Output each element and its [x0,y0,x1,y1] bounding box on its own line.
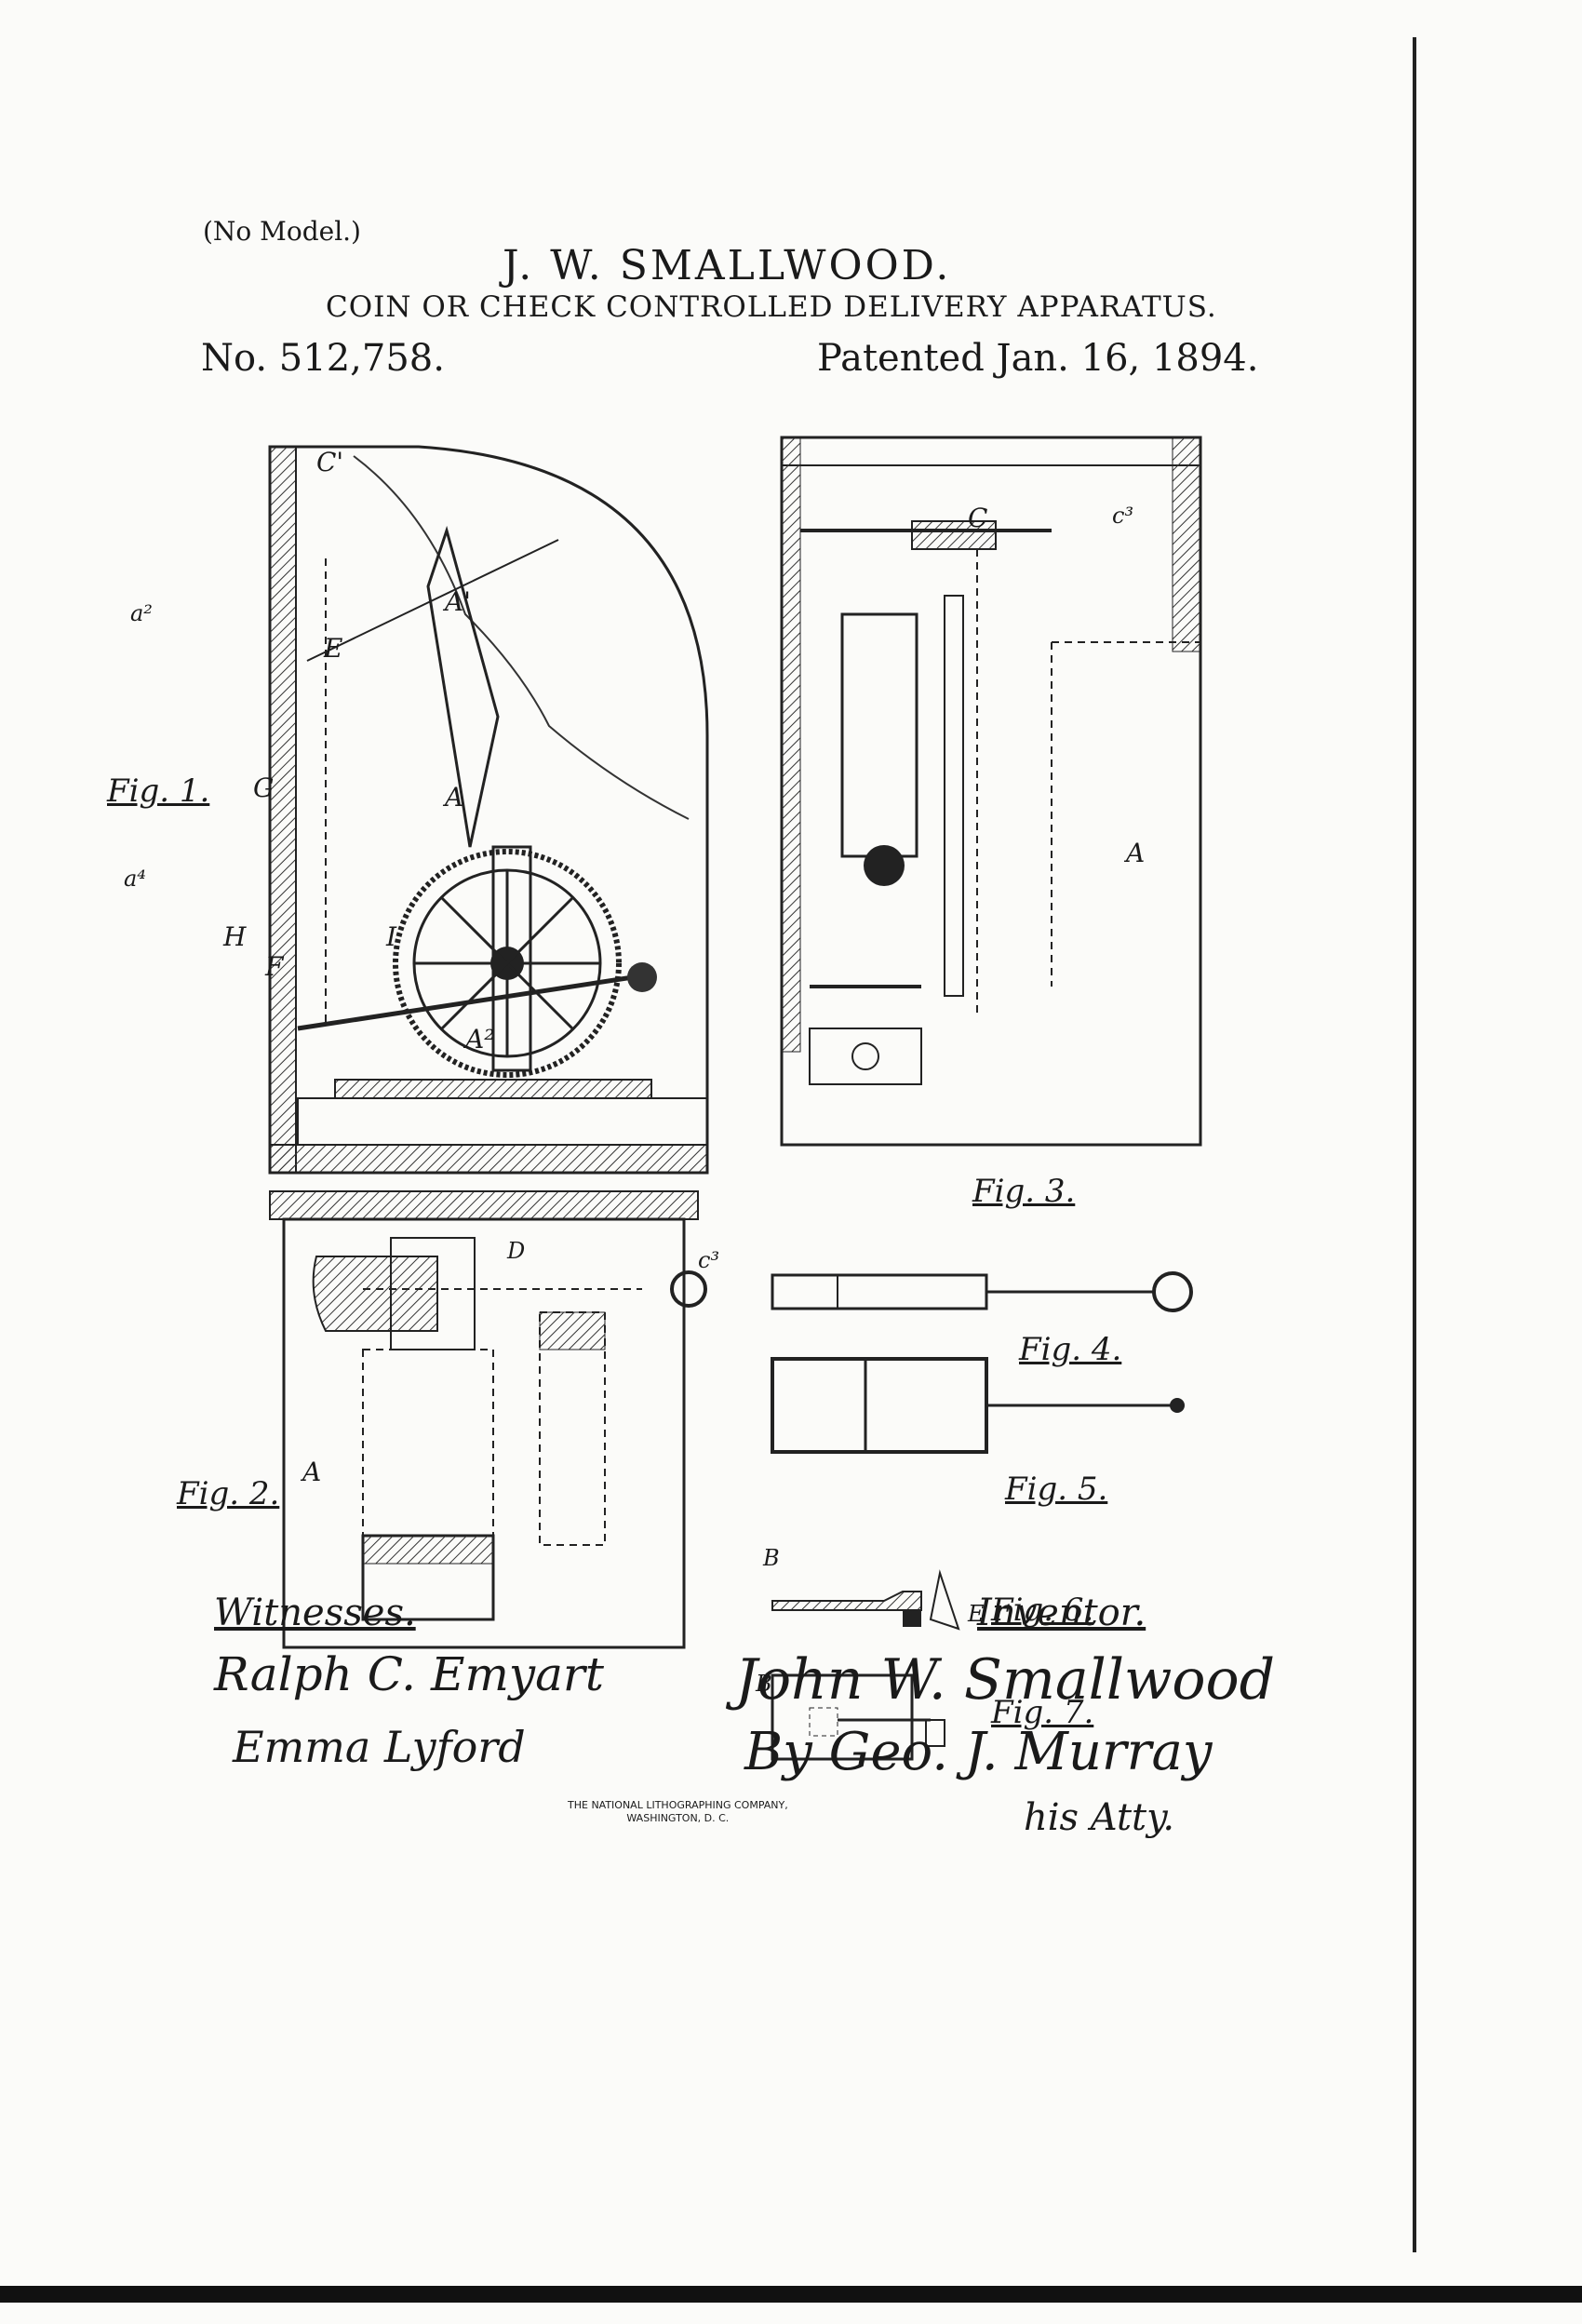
witness-signature-2: Emma Lyford [233,1722,526,1772]
label-c3-fig2: c³ [698,1247,720,1273]
inventor-label: Inventor. [977,1592,1146,1634]
fig2-drawing [269,1190,707,1649]
fig3-drawing [780,436,1202,1147]
label-H: H [223,921,247,952]
label-E-fig6: E [968,1601,985,1627]
label-A2: A² [465,1024,495,1055]
page-right-edge [1413,37,1416,2252]
fig4-drawing [771,1271,1193,1312]
lithographer-line-1: THE NATIONAL LITHOGRAPHING COMPANY, [568,1799,788,1811]
label-G: G [253,772,275,803]
fig7-drawing [771,1673,945,1761]
inventor-signature: John W. Smallwood [735,1647,1276,1713]
label-a2: a² [130,600,153,626]
fig1-drawing [268,445,709,1175]
label-A-fig3: A [1126,838,1146,868]
label-c3-fig3: c³ [1112,503,1134,529]
label-B-fig6: B [763,1545,780,1571]
attorney-signature: By Geo. J. Murray [744,1722,1213,1782]
inventor-name: J. W. SMALLWOOD. [503,242,952,289]
fig6-drawing [771,1569,960,1631]
label-A: A [445,782,464,813]
label-C-fig3: C [968,503,988,533]
label-A1: A' [445,586,471,617]
model-note: (No Model.) [203,216,361,247]
witnesses-label: Witnesses. [214,1592,416,1634]
label-A-fig2: A [302,1457,322,1487]
witness-signature-1: Ralph C. Emyart [214,1647,604,1701]
fig7-label: Fig. 7. [991,1694,1094,1731]
fig2-label: Fig. 2. [177,1475,280,1512]
label-I: I [386,921,397,952]
fig3-label: Fig. 3. [972,1173,1076,1210]
label-a4: a⁴ [124,866,146,892]
fig5-drawing [771,1357,1185,1454]
label-D-fig2: D [507,1238,526,1264]
lithographer-imprint: THE NATIONAL LITHOGRAPHING COMPANY, WASH… [568,1799,788,1825]
patent-number: No. 512,758. [201,337,445,380]
fig6-label: Fig. 6. [991,1592,1094,1629]
fig1-label: Fig. 1. [107,772,210,810]
page-bottom-edge [0,2286,1582,2303]
lithographer-line-2: WASHINGTON, D. C. [626,1812,730,1824]
attorney-title: his Atty. [1024,1796,1175,1839]
fig5-label: Fig. 5. [1005,1471,1108,1508]
label-B-fig7: B [756,1671,772,1697]
patent-date: Patented Jan. 16, 1894. [817,337,1259,380]
fig4-label: Fig. 4. [1019,1331,1122,1368]
label-C1: C' [316,447,344,477]
label-F: F [265,951,284,982]
label-E: E [324,633,343,664]
patent-title: COIN OR CHECK CONTROLLED DELIVERY APPARA… [326,290,1217,324]
